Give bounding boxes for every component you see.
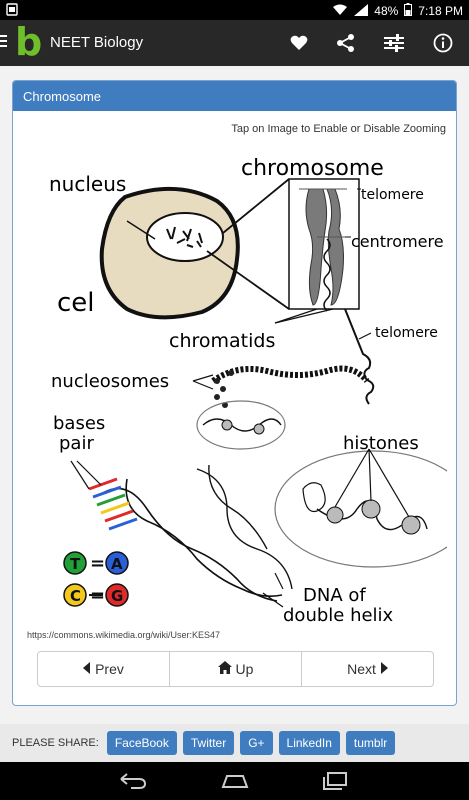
chromatid-right (326, 188, 344, 306)
dna-helix (102, 464, 293, 602)
coil-fiber (344, 308, 375, 405)
label-cell: cel (57, 288, 95, 318)
base-g: G (111, 587, 123, 605)
share-linkedin-button[interactable]: LinkedIn (278, 731, 340, 755)
battery-percent: 48% (374, 4, 399, 18)
share-twitter-button[interactable]: Twitter (182, 731, 235, 755)
label-nucleus: nucleus (49, 172, 126, 196)
chromosome-diagram[interactable]: nucleus cel chromosome telomere centrome… (27, 149, 456, 626)
heart-icon[interactable] (286, 30, 312, 56)
chromatid-left (305, 188, 328, 306)
label-bases: bases (53, 413, 105, 434)
nucleus-chromosomes (166, 226, 203, 248)
up-button[interactable]: Up (170, 652, 302, 686)
label-telomere-top: telomere (361, 187, 424, 203)
panel-title: Chromosome (13, 81, 456, 111)
label-dna-of: DNA of (303, 585, 366, 606)
base-c-circle (63, 583, 87, 607)
recent-apps-icon[interactable] (320, 770, 350, 792)
share-icon[interactable] (333, 30, 359, 56)
hamburger-icon[interactable] (0, 35, 8, 51)
label-histones: histones (343, 433, 419, 454)
nucleosome-fiber (211, 365, 370, 384)
notification-icon (6, 2, 18, 19)
caret-right-icon (380, 661, 388, 677)
share-tumblr-button[interactable]: tumblr (345, 731, 396, 755)
label-chromosome: chromosome (241, 156, 384, 181)
image-source: https://commons.wikimedia.org/wiki/User:… (27, 630, 221, 640)
share-gplus-button[interactable]: G+ (240, 731, 273, 755)
label-double-helix: double helix (283, 605, 394, 625)
base-c: C (70, 587, 81, 605)
content-panel: Chromosome Tap on Image to Enable or Dis… (12, 80, 457, 706)
next-button[interactable]: Next (302, 652, 433, 686)
battery-icon (404, 3, 413, 19)
label-telomere-bottom: telomere (375, 325, 438, 341)
wifi-icon (332, 4, 348, 19)
logo-letter: b (15, 24, 42, 62)
app-title: NEET Biology (50, 34, 144, 51)
caret-left-icon (83, 661, 91, 677)
prev-button[interactable]: Prev (38, 652, 170, 686)
status-bar: 48% 7:18 PM (0, 0, 469, 20)
base-a-circle (105, 551, 129, 575)
base-a: A (111, 555, 123, 573)
base-g-circle (105, 583, 129, 607)
label-pair: pair (59, 433, 94, 454)
histone-region (274, 450, 456, 568)
share-label: PLEASE SHARE: (12, 737, 99, 749)
info-icon[interactable] (430, 30, 456, 56)
base-legend: T = A C = G (63, 551, 129, 607)
signal-icon (354, 3, 369, 19)
home-nav-icon[interactable] (220, 770, 250, 792)
share-facebook-button[interactable]: FaceBook (106, 731, 177, 755)
sliders-icon[interactable] (381, 30, 407, 56)
bond-ta: = (90, 553, 105, 574)
next-label: Next (347, 661, 376, 677)
up-label: Up (235, 661, 254, 677)
base-t-circle (63, 551, 87, 575)
zoom-hint: Tap on Image to Enable or Disable Zoomin… (231, 123, 446, 135)
base-t: T (70, 555, 81, 573)
label-nucleosomes: nucleosomes (51, 371, 169, 392)
label-centromere: centromere (351, 232, 444, 251)
label-chromatids: chromatids (169, 330, 275, 352)
home-icon (217, 661, 232, 677)
base-pair-stripes (88, 477, 138, 531)
clock: 7:18 PM (418, 4, 463, 18)
app-bar: b NEET Biology (0, 20, 469, 66)
back-icon[interactable] (118, 770, 148, 792)
share-bar: PLEASE SHARE: FaceBook Twitter G+ Linked… (0, 724, 469, 762)
chromosome-box (288, 178, 360, 310)
pager: Prev Up Next (37, 651, 434, 687)
system-nav-bar (0, 762, 469, 800)
prev-label: Prev (95, 661, 124, 677)
nucleus-shape (146, 212, 224, 262)
app-logo[interactable]: b (14, 20, 44, 67)
